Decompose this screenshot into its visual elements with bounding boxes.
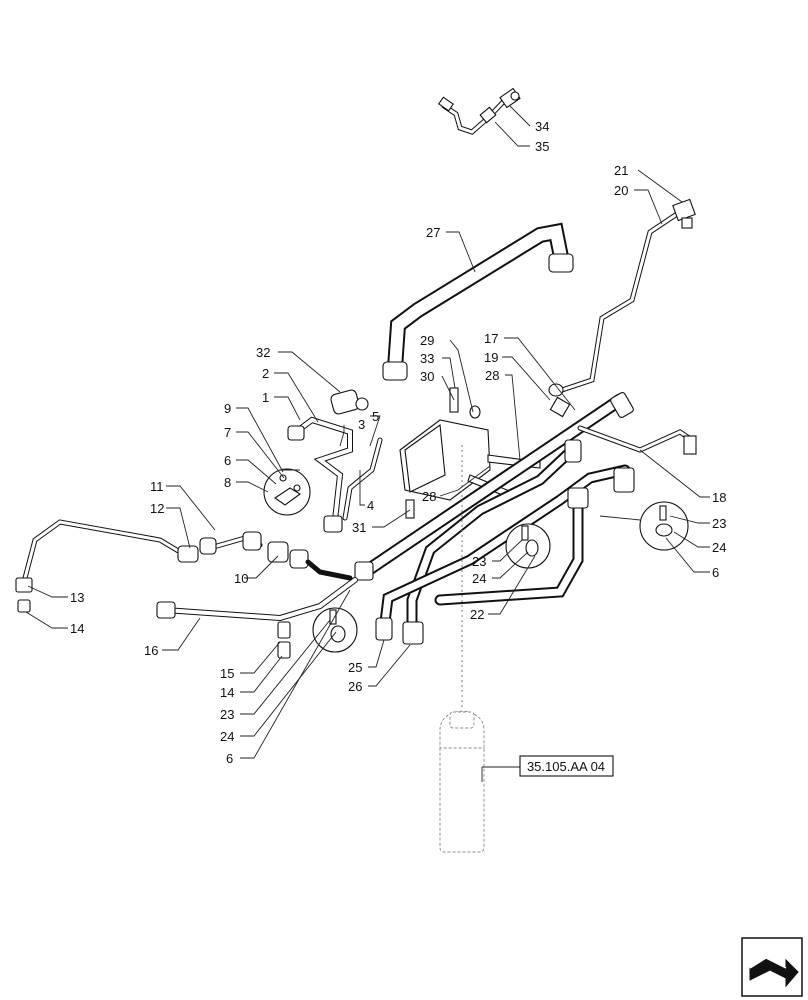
callout-16: 16 (144, 643, 158, 658)
detail-circle-center (505, 523, 551, 569)
callout-24-center: 24 (472, 571, 486, 586)
callout-10: 10 (234, 571, 248, 586)
hose-25 (402, 439, 582, 645)
pipe-20-assembly (548, 198, 696, 397)
callout-19: 19 (484, 350, 498, 365)
callout-29: 29 (420, 333, 434, 348)
callout-34: 34 (535, 119, 549, 134)
callout-24-right: 24 (712, 540, 726, 555)
callout-31: 31 (352, 520, 366, 535)
fittings-14-15 (277, 621, 291, 659)
callout-20: 20 (614, 183, 628, 198)
callout-13: 13 (70, 590, 84, 605)
callout-4: 4 (367, 498, 374, 513)
fittings-10 (267, 541, 353, 581)
next-page-icon[interactable] (741, 937, 803, 997)
callout-35: 35 (535, 139, 549, 154)
hose-17 (354, 392, 634, 581)
hose-18 (549, 396, 697, 455)
filter-assembly-reference (439, 445, 485, 853)
pipe-11 (177, 531, 263, 563)
callout-2: 2 (262, 366, 269, 381)
callout-8: 8 (224, 475, 231, 490)
callout-23-center: 23 (472, 554, 486, 569)
callout-18: 18 (712, 490, 726, 505)
pipe-16 (156, 577, 358, 622)
callout-21: 21 (614, 163, 628, 178)
leader-lines (25, 105, 710, 782)
callout-6-top: 6 (224, 453, 231, 468)
pipe-1 (287, 416, 353, 533)
callout-12: 12 (150, 501, 164, 516)
callout-17: 17 (484, 331, 498, 346)
callout-26: 26 (348, 679, 362, 694)
callout-28-bottom: 28 (422, 489, 436, 504)
detail-circle-left-top (263, 468, 311, 516)
callout-14-left: 14 (70, 621, 84, 636)
callout-32: 32 (256, 345, 270, 360)
callout-22: 22 (470, 607, 484, 622)
callout-28-top: 28 (485, 368, 499, 383)
callout-14-bottom: 14 (220, 685, 234, 700)
callout-11: 11 (150, 479, 164, 494)
callout-6-lower: 6 (226, 751, 233, 766)
reference-box[interactable]: 35.105.AA 04 (519, 755, 614, 777)
callout-9: 9 (224, 401, 231, 416)
callout-27: 27 (426, 225, 440, 240)
hose-27 (382, 222, 574, 381)
callout-15: 15 (220, 666, 234, 681)
callout-1: 1 (262, 390, 269, 405)
callout-23-lower: 23 (220, 707, 234, 722)
pipe-13 (15, 519, 183, 613)
callout-24-lower: 24 (220, 729, 234, 744)
callout-25: 25 (348, 660, 362, 675)
callout-5: 5 (372, 409, 379, 424)
callout-labels: 34 35 21 20 27 17 19 29 33 30 28 32 2 1 … (70, 119, 726, 766)
elbow-32 (330, 389, 369, 415)
small-pipe-assembly (438, 87, 521, 135)
callout-30: 30 (420, 369, 434, 384)
callout-33: 33 (420, 351, 434, 366)
callout-6-right: 6 (712, 565, 719, 580)
detail-circle-right (639, 501, 689, 551)
detail-circle-lower (312, 607, 358, 653)
callout-23-right: 23 (712, 516, 726, 531)
pipe-2 (342, 437, 383, 521)
callout-7: 7 (224, 425, 231, 440)
hose-22 (434, 487, 589, 606)
callout-3: 3 (358, 417, 365, 432)
reference-text: 35.105.AA 04 (527, 759, 605, 774)
